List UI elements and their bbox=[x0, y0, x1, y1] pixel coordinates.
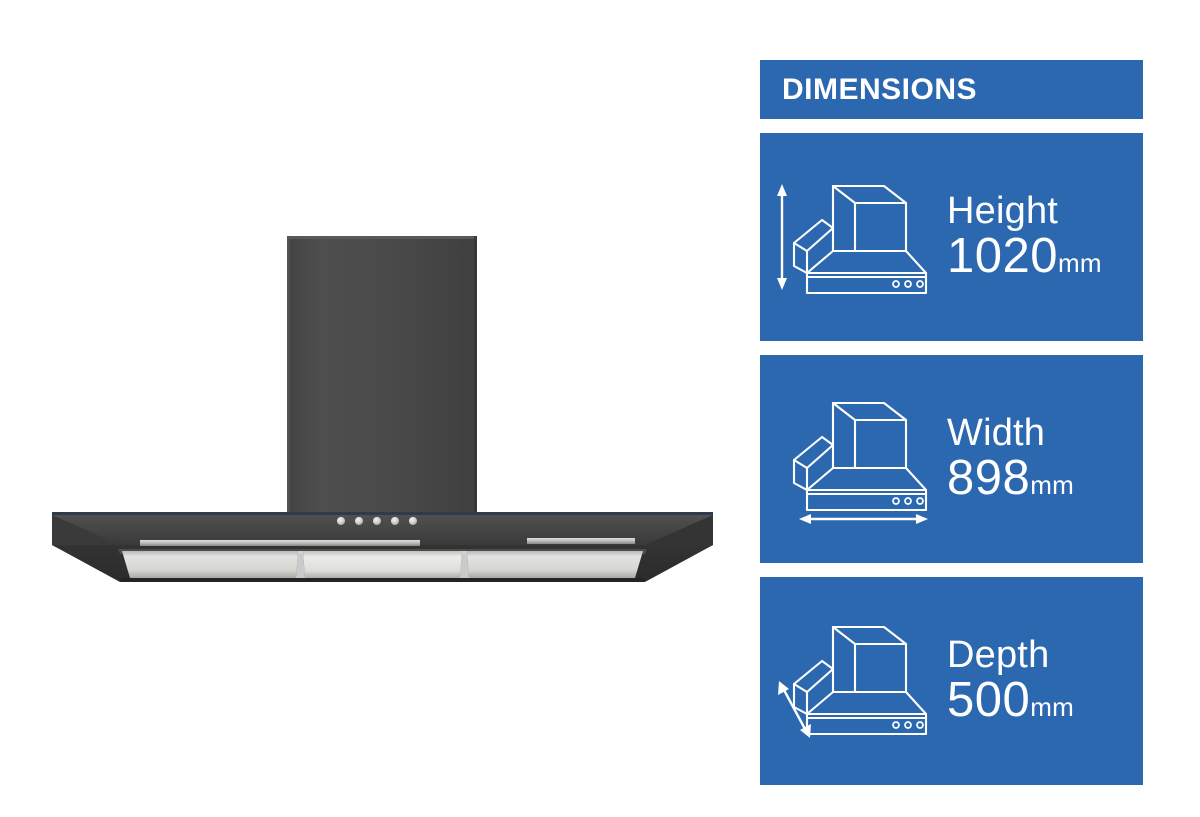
dimension-unit-depth: mm bbox=[1030, 692, 1074, 723]
dimension-label-depth: Depth bbox=[947, 633, 1050, 676]
control-button-1 bbox=[336, 516, 346, 526]
cooker-hood-depth-icon bbox=[768, 601, 943, 761]
chimney-flue bbox=[287, 236, 477, 514]
dimension-text-depth: Depth 500mm bbox=[943, 633, 1143, 728]
dimension-label-height: Height bbox=[947, 189, 1059, 232]
dimension-text-width: Width 898mm bbox=[943, 411, 1143, 506]
dimension-label-width: Width bbox=[947, 411, 1046, 454]
cooker-hood-illustration bbox=[52, 236, 713, 582]
filter-left bbox=[122, 551, 298, 578]
dimension-card-width: Width 898mm bbox=[760, 355, 1143, 563]
diagonal-double-arrow bbox=[777, 681, 811, 738]
dimension-unit-width: mm bbox=[1030, 470, 1074, 501]
dimension-value-depth: 500 bbox=[947, 673, 1031, 728]
dimensions-panel: DIMENSIONS bbox=[760, 60, 1143, 785]
filter-center bbox=[303, 551, 462, 578]
dimension-card-depth: Depth 500mm bbox=[760, 577, 1143, 785]
dimension-text-height: Height 1020mm bbox=[943, 189, 1143, 284]
horizontal-double-arrow bbox=[798, 514, 928, 524]
control-button-5 bbox=[408, 516, 418, 526]
dimension-card-height: Height 1020mm bbox=[760, 133, 1143, 341]
vertical-double-arrow bbox=[776, 184, 787, 290]
cooker-hood-height-icon bbox=[768, 157, 943, 317]
control-button-4 bbox=[390, 516, 400, 526]
dimension-value-line-depth: 500mm bbox=[947, 673, 1143, 728]
product-image bbox=[52, 236, 713, 582]
dimension-value-height: 1020 bbox=[947, 229, 1059, 284]
filter-right bbox=[467, 551, 643, 578]
control-buttons[interactable] bbox=[336, 516, 418, 526]
dimension-value-line-width: 898mm bbox=[947, 451, 1143, 506]
dimension-unit-height: mm bbox=[1058, 248, 1102, 279]
filter-panels bbox=[120, 538, 645, 582]
dimension-value-line-height: 1020mm bbox=[947, 229, 1143, 284]
cooker-hood-width-icon bbox=[768, 379, 943, 539]
control-button-3 bbox=[372, 516, 382, 526]
control-button-2 bbox=[354, 516, 364, 526]
dimensions-header: DIMENSIONS bbox=[760, 60, 1143, 119]
dimensions-header-title: DIMENSIONS bbox=[782, 72, 978, 106]
dimension-value-width: 898 bbox=[947, 451, 1031, 506]
